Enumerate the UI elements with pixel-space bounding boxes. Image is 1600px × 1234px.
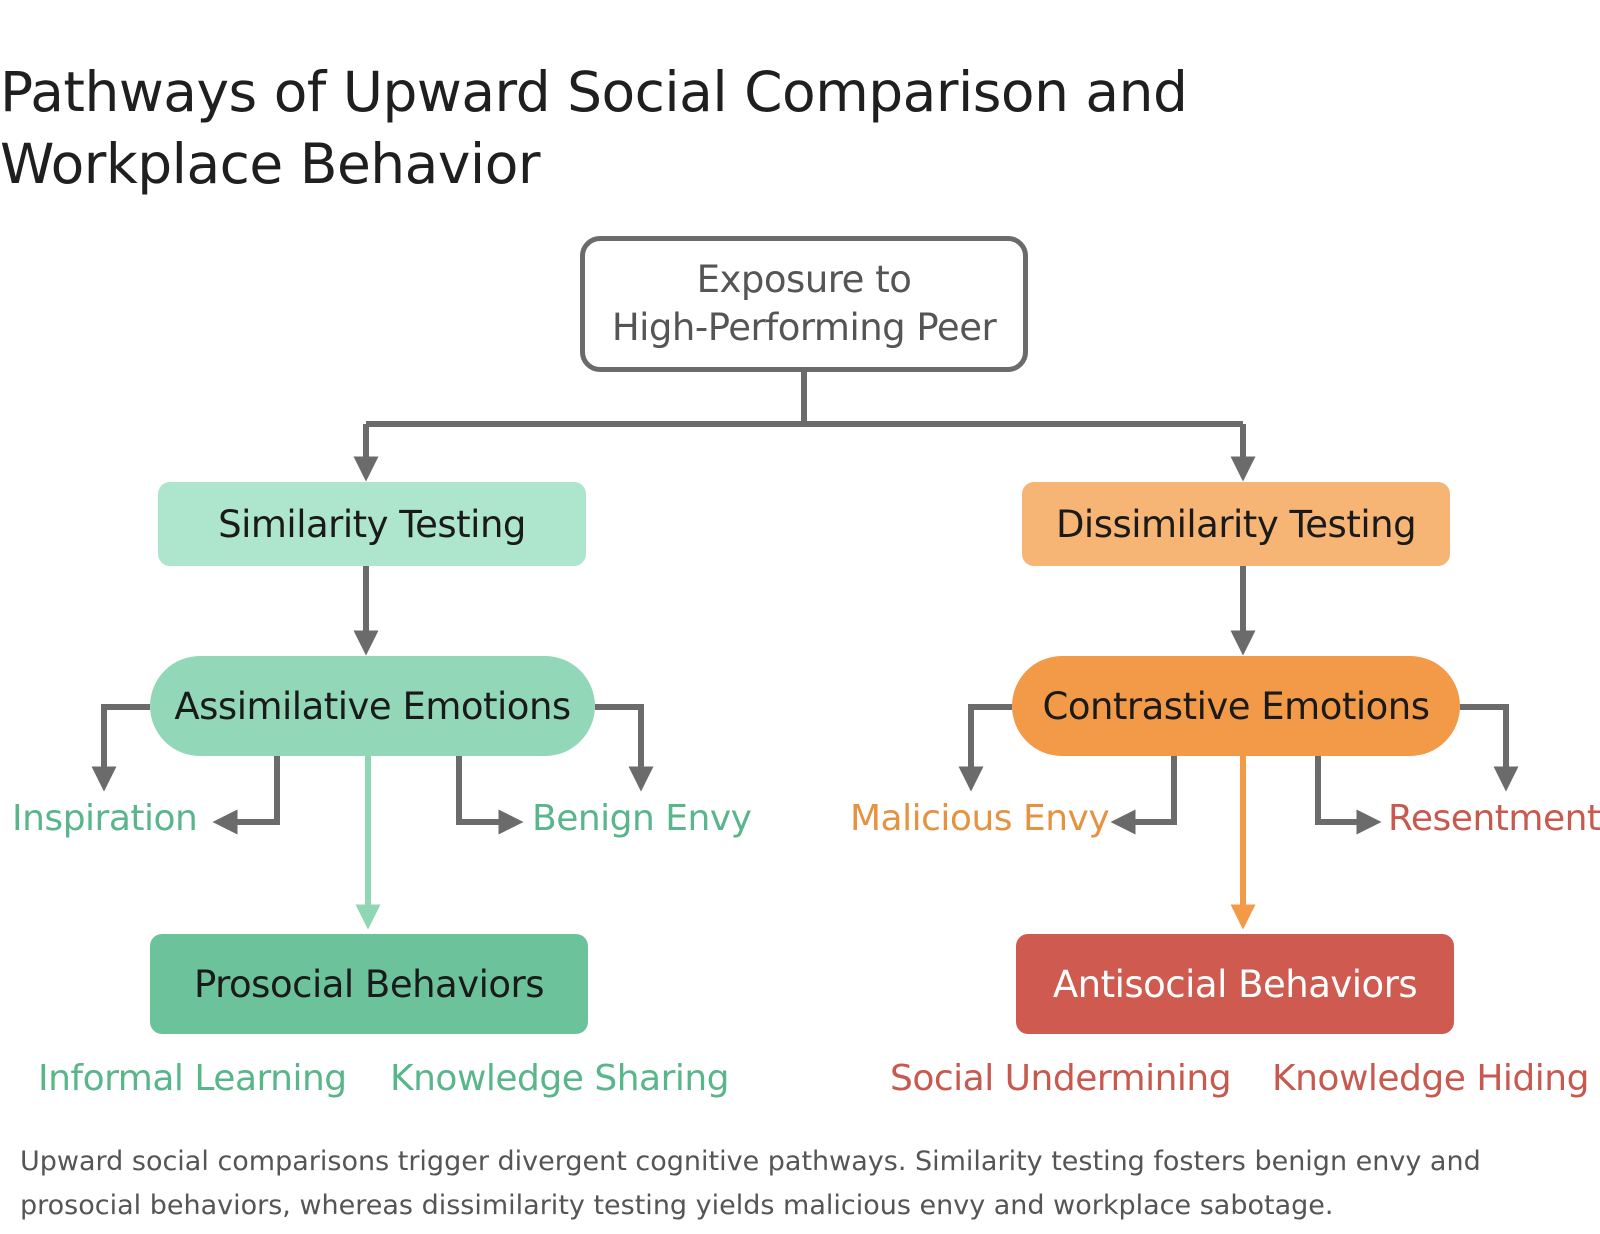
similarity-testing-node: Similarity Testing bbox=[158, 482, 586, 566]
contrastive-emotions-node: Contrastive Emotions bbox=[1012, 656, 1460, 756]
exposure-line-2: High-Performing Peer bbox=[611, 306, 997, 349]
assimilative-emotion-branches bbox=[91, 704, 654, 835]
exposure-line-1: Exposure to bbox=[696, 258, 912, 301]
figure-caption: Upward social comparisons trigger diverg… bbox=[20, 1146, 1481, 1221]
social-undermining-label: Social Undermining bbox=[890, 1058, 1232, 1099]
dissimilarity-testing-node: Dissimilarity Testing bbox=[1022, 482, 1450, 566]
page-title: Pathways of Upward Social Comparison and… bbox=[0, 60, 1188, 196]
root-connector bbox=[353, 372, 1256, 482]
knowledge-hiding-label: Knowledge Hiding bbox=[1272, 1058, 1589, 1099]
inspiration-label: Inspiration bbox=[12, 798, 198, 839]
assimilative-emotions-node: Assimilative Emotions bbox=[150, 656, 595, 756]
malicious-envy-label: Malicious Envy bbox=[850, 798, 1110, 839]
knowledge-sharing-label: Knowledge Sharing bbox=[390, 1058, 730, 1099]
benign-envy-label: Benign Envy bbox=[532, 798, 752, 839]
testing-to-emotion-arrows bbox=[353, 566, 1256, 656]
exposure-node: Exposure to High-Performing Peer bbox=[580, 236, 1028, 372]
resentment-label: Resentment bbox=[1388, 798, 1600, 839]
contrastive-emotion-branches bbox=[958, 704, 1519, 835]
antisocial-behaviors-node: Antisocial Behaviors bbox=[1016, 934, 1454, 1034]
informal-learning-label: Informal Learning bbox=[38, 1058, 347, 1099]
prosocial-behaviors-node: Prosocial Behaviors bbox=[150, 934, 588, 1034]
